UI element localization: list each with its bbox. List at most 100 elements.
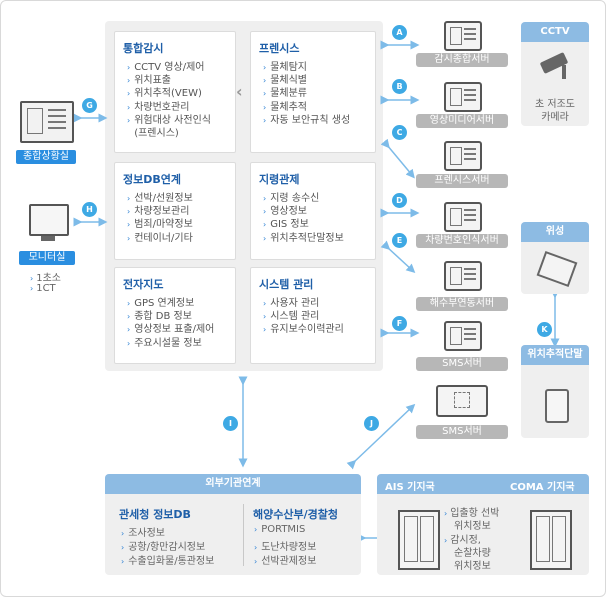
list-item: ›주요시설물 정보: [127, 337, 202, 349]
badge-c: C: [392, 125, 407, 140]
badge-k: K: [537, 322, 552, 337]
badge-b: B: [392, 79, 407, 94]
server-label: 해수부연동서버: [416, 297, 508, 311]
badge-f: F: [392, 316, 407, 331]
station-item: 순찰차량: [454, 548, 491, 559]
module-db: 정보DB연계 ›선박/선원정보 ›차량정보관리 ›범죄/마약정보 ›컨테이너/기…: [114, 162, 236, 260]
server-icon: [444, 21, 482, 51]
list-item: ›물체추적: [263, 101, 308, 113]
badge-j: J: [364, 416, 379, 431]
server-label: SMS서버: [416, 357, 508, 371]
station-item: ›감시정,: [444, 535, 481, 546]
cctv-caption: 카메라: [541, 112, 569, 123]
module-system: 시스템 관리 ›사용자 관리 ›시스템 관리 ›유지보수이력관리: [250, 267, 376, 364]
badge-g: G: [82, 98, 97, 113]
list-item: ›CCTV 영상/제어: [127, 62, 205, 73]
list-item: ›자동 보안규칙 생성: [263, 114, 351, 126]
server-icon: [444, 141, 482, 171]
monitor-stand: [41, 236, 55, 241]
tracker-header: 위치추적단말: [521, 345, 589, 365]
list-item: ›PORTMIS: [254, 524, 306, 535]
customs-title: 관세청 정보DB: [119, 508, 191, 521]
list-item: ›사용자 관리: [263, 298, 320, 309]
badge-i: I: [223, 416, 238, 431]
server-label: 영상미디어서버: [416, 114, 508, 128]
list-item: ›영상정보: [263, 206, 308, 218]
module-list: ›GPS 연계정보 ›종합 DB 정보 ›영상정보 표출/제어 ›주요시설물 정…: [127, 297, 214, 350]
server-label: 차량번호인식서버: [416, 234, 508, 248]
server-label: 프렌시스서버: [416, 174, 508, 188]
server-icon: [444, 202, 482, 232]
monitor-item: ›1CT: [30, 283, 56, 294]
list-item: ›위치추적(VEW): [127, 88, 202, 100]
module-title: 프렌시스: [259, 42, 300, 55]
list-item: ›공항/항만감시정보: [121, 542, 206, 553]
monitor-room-label: 모니터실: [19, 251, 75, 265]
module-title: 전자지도: [123, 278, 164, 291]
server-label: 감시종합서버: [416, 53, 508, 67]
station-item: 위치정보: [454, 521, 491, 532]
module-list: ›물체탐지 ›물체식별 ›물체분류 ›물체추적 ›자동 보안규칙 생성: [263, 61, 350, 127]
badge-d: D: [392, 193, 407, 208]
list-item: ›(프렌시스): [134, 128, 179, 140]
control-room-label: 종합상황실: [16, 150, 76, 164]
list-item: ›시스템 관리: [263, 311, 320, 323]
module-integrated: 통합감시 ›CCTV 영상/제어 ›위치표출 ›위치추적(VEW) ›차량번호관…: [114, 31, 236, 153]
badge-h: H: [82, 202, 97, 217]
cctv-header: CCTV: [521, 22, 589, 42]
list-item: ›유지보수이력관리: [263, 324, 344, 336]
station-item: ›입출항 선박: [444, 508, 500, 519]
list-item: ›GIS 정보: [263, 219, 309, 231]
list-item: ›물체식별: [263, 75, 308, 87]
cctv-caption: 초 저조도: [535, 99, 575, 110]
satellite-header: 위성: [521, 222, 589, 242]
server-icon: [444, 261, 482, 291]
server-icon: [444, 321, 482, 351]
list-item: ›수출입화물/통관정보: [121, 556, 215, 567]
module-fransis: 프렌시스 ›물체탐지 ›물체식별 ›물체분류 ›물체추적 ›자동 보안규칙 생성: [250, 31, 376, 153]
sms-server-icon: [436, 385, 488, 417]
list-item: ›물체분류: [263, 88, 308, 100]
chevron-left-icon: ‹: [236, 82, 243, 101]
stations-header: [377, 474, 589, 494]
module-title: 시스템 관리: [259, 278, 314, 291]
ais-header: AIS 기지국: [385, 482, 435, 493]
camera-mount: [562, 65, 566, 79]
control-room-icon: [20, 101, 74, 143]
station-cabinet-icon: [398, 510, 440, 570]
external-divider: [243, 504, 244, 566]
module-title: 지령관제: [259, 173, 300, 186]
list-item: ›영상정보 표출/제어: [127, 324, 215, 336]
badge-e: E: [392, 233, 407, 248]
list-item: ›선박/선원정보: [127, 193, 193, 204]
list-item: ›위험대상 사전인식: [127, 114, 211, 126]
tracker-icon: [545, 389, 569, 423]
module-geo: 지령관제 ›지령 송수신 ›영상정보 ›GIS 정보 ›위치추적단말정보: [250, 162, 376, 260]
list-item: ›종합 DB 정보: [127, 311, 192, 323]
list-item: ›물체탐지: [263, 62, 308, 73]
module-list: ›CCTV 영상/제어 ›위치표출 ›위치추적(VEW) ›차량번호관리 ›위험…: [127, 61, 211, 140]
badge-a: A: [392, 25, 407, 40]
list-item: ›선박관제정보: [254, 556, 317, 567]
list-item: ›위치추적단말정보: [263, 232, 344, 244]
module-list: ›지령 송수신 ›영상정보 ›GIS 정보 ›위치추적단말정보: [263, 192, 344, 245]
list-item: ›범죄/마약정보: [127, 219, 193, 231]
server-icon: [444, 82, 482, 112]
external-header: 외부기관연계: [105, 474, 361, 494]
list-item: ›GPS 연계정보: [127, 298, 195, 309]
monitor-item: ›1초소: [30, 273, 61, 284]
list-item: ›조사정보: [121, 528, 166, 539]
module-list: ›사용자 관리 ›시스템 관리 ›유지보수이력관리: [263, 297, 344, 337]
station-item: 위치정보: [454, 561, 491, 572]
list-item: ›차량정보관리: [127, 206, 190, 218]
list-item: ›컨테이너/기타: [127, 232, 193, 244]
coma-header: COMA 기지국: [510, 482, 575, 493]
monitor-icon: [29, 204, 69, 236]
list-item: ›차량번호관리: [127, 101, 190, 113]
list-item: ›도난차량정보: [254, 542, 317, 553]
list-item: ›위치표출: [127, 75, 172, 87]
module-title: 통합감시: [123, 42, 164, 55]
station-cabinet-icon: [530, 510, 572, 570]
module-list: ›선박/선원정보 ›차량정보관리 ›범죄/마약정보 ›컨테이너/기타: [127, 192, 193, 245]
